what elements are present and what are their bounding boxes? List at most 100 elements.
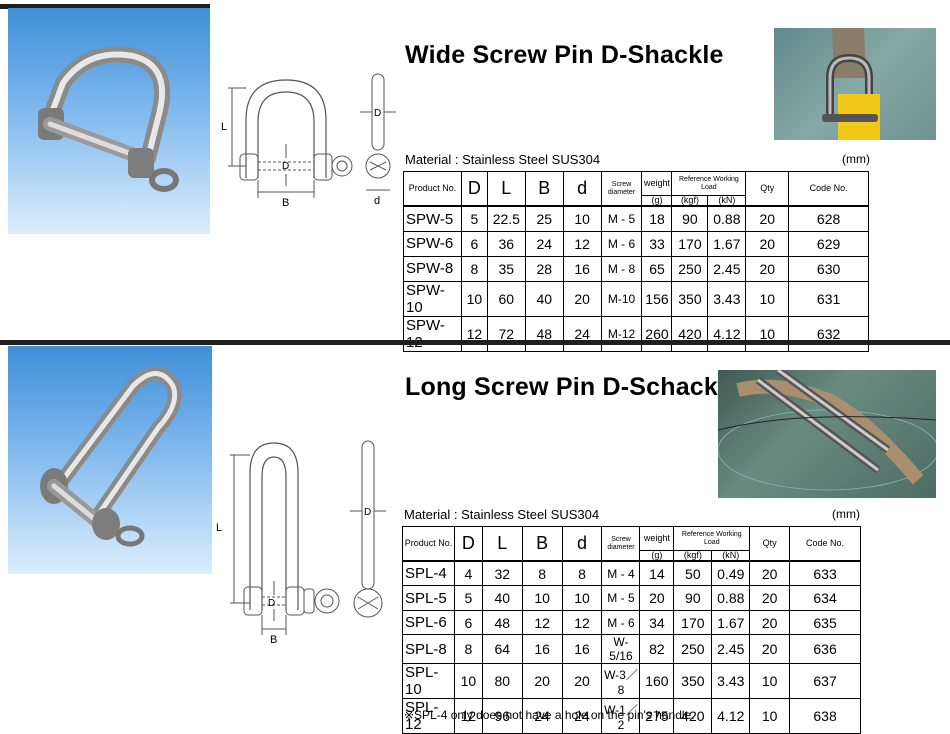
header-d: d (562, 171, 602, 207)
table-cell: 0.49 (711, 560, 751, 587)
table-cell: 28 (524, 255, 564, 282)
header-screw: Screw diameter (600, 171, 643, 207)
table-cell: 80 (481, 663, 523, 700)
dim-D-side: D (374, 108, 381, 119)
wide-shackle-spec-table: Product No. D L B d Screw diameter weigh… (403, 171, 869, 352)
usage-image (822, 28, 880, 140)
table-cell: 634 (789, 585, 861, 611)
header-kgf: (kgf) (673, 550, 713, 562)
table-cell: 32 (481, 560, 523, 587)
table-cell: 350 (671, 280, 709, 317)
table-header-row: Product No. D L B d Screw diameter weigh… (403, 171, 869, 207)
product-title: Wide Screw Pin D-Shackle (405, 41, 724, 69)
table-cell: 16 (561, 634, 603, 665)
material-label: Material : Stainless Steel SUS304 (404, 507, 600, 522)
product-no-cell: SPW-12 (403, 315, 462, 352)
table-cell: 4 (453, 560, 483, 587)
table-cell: 24 (562, 315, 602, 352)
long-shackle-product-photo (8, 346, 212, 574)
table-cell: M - 8 (600, 255, 643, 282)
table-cell: 20 (562, 280, 602, 317)
section-top-bar (0, 340, 950, 345)
header-B: B (524, 171, 564, 207)
table-cell: 632 (788, 315, 869, 352)
table-cell: 630 (788, 255, 869, 282)
table-cell: 72 (486, 315, 526, 352)
header-code: Code No. (788, 171, 869, 207)
header-d: d (561, 526, 603, 562)
header-kgf: (kgf) (671, 195, 709, 207)
header-product-no: Product No. (403, 171, 462, 207)
table-cell: 10 (562, 205, 602, 232)
table-cell: 12 (521, 609, 563, 636)
dim-D: D (282, 161, 289, 172)
product-no-cell: SPL-4 (402, 560, 455, 587)
footnote: ※SPL-4 only does not have a hole on the … (404, 708, 695, 722)
dim-d: d (374, 195, 380, 207)
dim-D-side: D (364, 507, 371, 518)
table-cell: 3.43 (711, 663, 751, 700)
table-cell: 40 (481, 585, 523, 611)
table-cell: 629 (788, 230, 869, 257)
table-cell: 260 (641, 315, 673, 352)
product-no-cell: SPL-5 (402, 585, 455, 611)
table-cell: 631 (788, 280, 869, 317)
table-cell: 90 (671, 205, 709, 232)
table-cell: 14 (639, 560, 675, 587)
dim-B: B (270, 634, 277, 645)
table-cell: 2.45 (711, 634, 751, 665)
table-cell: 1.67 (707, 230, 747, 257)
table-cell: 12 (460, 315, 488, 352)
table-cell: 6 (460, 230, 488, 257)
dim-B: B (282, 197, 289, 209)
table-cell: 20 (749, 634, 791, 665)
header-D: D (460, 171, 488, 207)
table-cell: 633 (789, 560, 861, 587)
wide-shackle-usage-photo (774, 28, 936, 140)
header-kn: (kN) (711, 550, 751, 562)
product-no-cell: SPW-10 (403, 280, 462, 317)
table-cell: 10 (749, 663, 791, 700)
wide-shackle-side-diagram: D d (360, 73, 396, 207)
table-cell: 16 (562, 255, 602, 282)
wide-shackle-section: Wide Screw Pin D-Shackle L D B (0, 0, 950, 352)
table-cell: 10 (749, 698, 791, 734)
table-cell: 36 (486, 230, 526, 257)
header-code: Code No. (789, 526, 861, 562)
table-cell: 250 (673, 634, 713, 665)
table-cell: 20 (639, 585, 675, 611)
table-cell: M - 5 (600, 205, 643, 232)
table-cell: 20 (745, 230, 790, 257)
table-cell: 8 (453, 634, 483, 665)
table-cell: 10 (453, 663, 483, 700)
table-cell: 637 (789, 663, 861, 700)
table-cell: 20 (521, 663, 563, 700)
table-cell: 635 (789, 609, 861, 636)
header-D: D (453, 526, 483, 562)
table-cell: 50 (673, 560, 713, 587)
header-L: L (481, 526, 523, 562)
table-cell: 4.12 (711, 698, 751, 734)
header-product-no: Product No. (402, 526, 455, 562)
table-header-row: Product No. D L B d Screw diameter weigh… (402, 526, 861, 562)
table-cell: 33 (641, 230, 673, 257)
table-cell: 8 (521, 560, 563, 587)
header-ref-load: Reference Working Load (671, 171, 747, 196)
table-cell: 20 (749, 585, 791, 611)
product-no-cell: SPL-8 (402, 634, 455, 665)
table-cell: 4.12 (707, 315, 747, 352)
long-shackle-usage-photo (718, 370, 936, 498)
material-label: Material : Stainless Steel SUS304 (405, 152, 601, 167)
header-weight-unit: (g) (641, 195, 673, 207)
product-no-cell: SPL-6 (402, 609, 455, 636)
table-cell: 48 (481, 609, 523, 636)
table-cell: 64 (481, 634, 523, 665)
usage-image (718, 370, 936, 491)
product-no-cell: SPW-6 (403, 230, 462, 257)
table-cell: 250 (671, 255, 709, 282)
table-cell: 6 (453, 609, 483, 636)
